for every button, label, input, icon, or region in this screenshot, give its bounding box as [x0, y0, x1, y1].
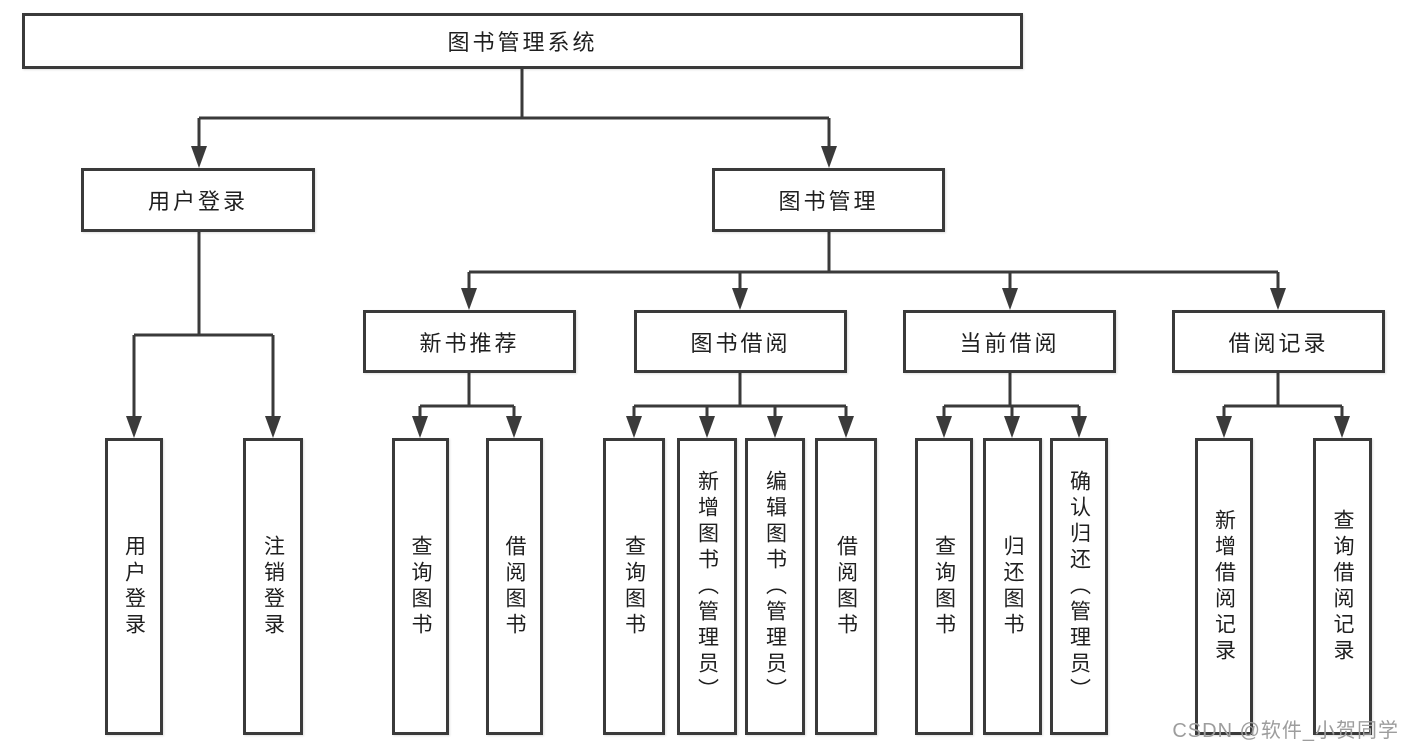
- node-new-book-recommendation: 新书推荐: [363, 310, 576, 373]
- leaf-borrow-books-recommend: 借阅图书: [486, 438, 543, 735]
- leaf-confirm-return-admin: 确认归还（管理员）: [1050, 438, 1108, 735]
- leaf-query-borrow-record: 查询借阅记录: [1313, 438, 1372, 735]
- arrowheads: [126, 146, 1350, 438]
- leaf-query-books-current: 查询图书: [915, 438, 973, 735]
- leaf-query-books-borrowing: 查询图书: [603, 438, 665, 735]
- leaf-add-books-admin: 新增图书（管理员）: [677, 438, 737, 735]
- leaf-edit-books-admin: 编辑图书（管理员）: [745, 438, 805, 735]
- node-current-borrowing: 当前借阅: [903, 310, 1116, 373]
- leaf-query-books-recommend: 查询图书: [392, 438, 449, 735]
- node-book-management: 图书管理: [712, 168, 945, 232]
- node-borrowing-records: 借阅记录: [1172, 310, 1385, 373]
- leaf-add-borrow-record: 新增借阅记录: [1195, 438, 1253, 735]
- leaf-return-books: 归还图书: [983, 438, 1042, 735]
- node-user-login: 用户登录: [81, 168, 315, 232]
- leaf-logout: 注销登录: [243, 438, 303, 735]
- node-library-management-system: 图书管理系统: [22, 13, 1023, 69]
- leaf-user-login: 用户登录: [105, 438, 163, 735]
- watermark: CSDN @软件_小贺同学: [1172, 720, 1399, 742]
- leaf-borrow-books: 借阅图书: [815, 438, 877, 735]
- node-book-borrowing: 图书借阅: [634, 310, 847, 373]
